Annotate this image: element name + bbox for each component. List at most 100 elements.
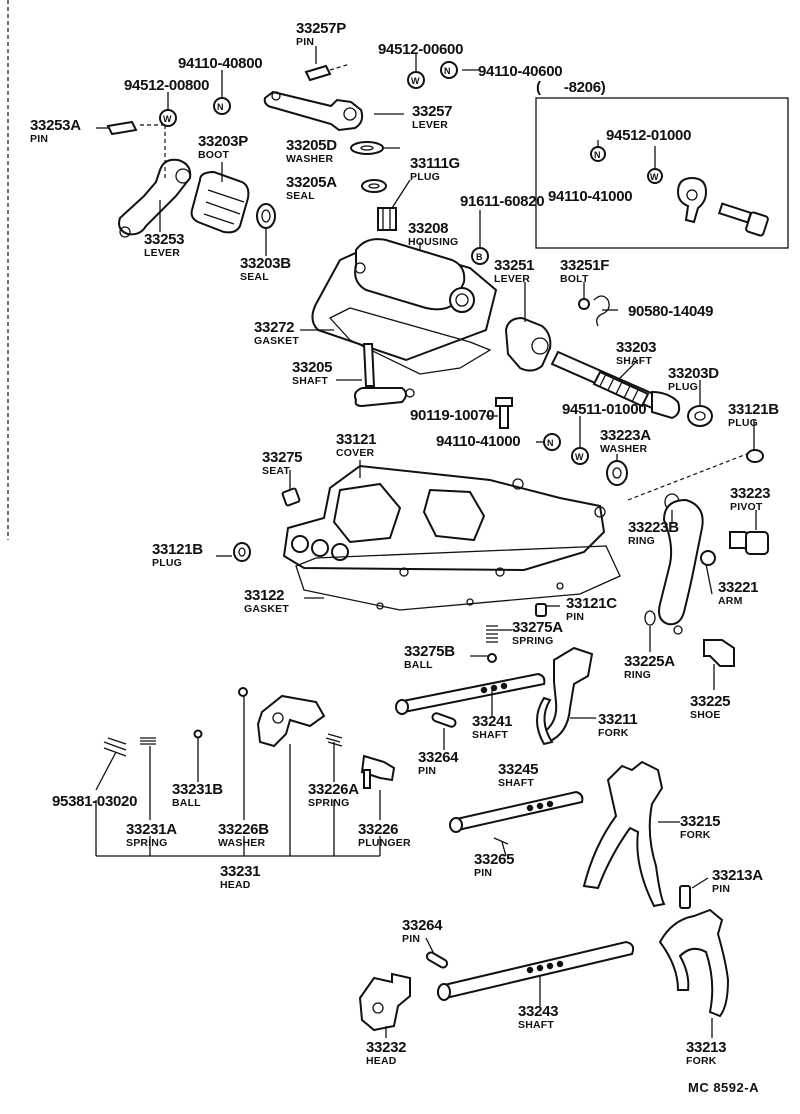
seat-33275-drawing	[281, 487, 301, 507]
pin-33257p-drawing	[304, 63, 351, 82]
part-number: 33205	[292, 359, 332, 376]
svg-text:W: W	[411, 76, 420, 86]
part-name: WASHER	[600, 443, 648, 455]
pin-33253a-drawing	[106, 120, 138, 136]
plunger-33226-drawing	[360, 754, 396, 789]
part-number: 33243	[518, 1003, 558, 1020]
part-number: 33208	[408, 220, 448, 237]
part-number: 33257P	[296, 20, 346, 37]
upper-lever-33257-drawing	[263, 90, 364, 132]
pin-95381-03020-drawing	[103, 737, 127, 757]
part-name: PIN	[418, 765, 436, 777]
part-number: 33272	[254, 319, 294, 336]
part-number: 33225A	[624, 653, 675, 670]
part-label-95381-03020: 95381-03020	[52, 793, 137, 810]
part-name: SHAFT	[292, 375, 328, 387]
svg-text:W: W	[650, 172, 659, 182]
part-number: 90119-10070	[410, 407, 494, 424]
part-number: 94110-40600	[478, 63, 562, 80]
ring-33225a-drawing	[644, 610, 656, 626]
plug-33121b-top-drawing	[746, 449, 764, 463]
part-name: FORK	[598, 727, 629, 739]
part-number: 33221	[718, 579, 758, 596]
part-number: 33231	[220, 863, 260, 880]
part-name: SHAFT	[472, 729, 508, 741]
part-number: 33225	[690, 693, 730, 710]
part-name: FORK	[686, 1055, 717, 1067]
part-name: WASHER	[286, 153, 334, 165]
spring-33275a-drawing	[486, 625, 498, 643]
washer-33205d-drawing	[350, 141, 384, 155]
fork-33215-drawing	[582, 760, 666, 908]
part-number: 94512-01000	[606, 127, 691, 144]
part-label-94110-40600: 94110-40600	[478, 63, 563, 80]
plug-33111g-drawing	[377, 207, 397, 231]
head-33232-drawing	[358, 972, 411, 1032]
part-name: RING	[628, 535, 655, 547]
part-number: 33251	[494, 257, 534, 274]
part-name: PIN	[30, 133, 48, 145]
dashed-guide	[627, 451, 753, 501]
seal-33205a-drawing	[361, 179, 387, 193]
inset-label: ( -8206)	[536, 79, 606, 96]
part-name: LEVER	[144, 247, 180, 259]
part-name: PLUNGER	[358, 837, 411, 849]
pin-33264-mid-drawing	[431, 712, 457, 728]
part-number: 33245	[498, 761, 538, 778]
w-washer-94512-00800-icon: W	[159, 109, 177, 127]
part-number: 33232	[366, 1039, 406, 1056]
part-name: HOUSING	[408, 236, 458, 248]
pivot-33223-drawing	[729, 531, 769, 556]
pin-33213a-drawing	[679, 885, 691, 909]
part-number: 91611-60820	[460, 193, 544, 210]
svg-text:W: W	[575, 452, 584, 462]
part-number: 33226A	[308, 781, 359, 798]
n-nut-94110-40800-icon: N	[213, 97, 231, 115]
boot-33203p-drawing	[190, 170, 250, 234]
part-name: SEAL	[240, 271, 269, 283]
plug-33121b-drawing	[233, 542, 251, 562]
part-name: PIN	[474, 867, 492, 879]
part-name: SEAL	[286, 190, 315, 202]
part-number: 33213	[686, 1039, 726, 1056]
w-washer-94512-00600-icon: W	[407, 71, 425, 89]
svg-text:N: N	[594, 150, 601, 160]
part-number: 94511-01000	[562, 401, 646, 418]
svg-text:B: B	[476, 252, 483, 262]
part-name: PIN	[402, 933, 420, 945]
n-nut-94110-40600-icon: N	[440, 61, 458, 79]
part-number: 33223A	[600, 427, 651, 444]
part-number: 33223B	[628, 519, 679, 536]
part-number: 94512-00600	[378, 41, 463, 58]
part-number: 33264	[402, 917, 443, 934]
inset-box: ( -8206) N W	[535, 79, 789, 249]
part-name: BALL	[404, 659, 433, 671]
svg-text:N: N	[547, 438, 554, 448]
w-washer-icon: W	[647, 168, 663, 184]
part-label-94110-41000-inset: 94110-41000	[548, 188, 633, 205]
part-name: RING	[624, 669, 651, 681]
